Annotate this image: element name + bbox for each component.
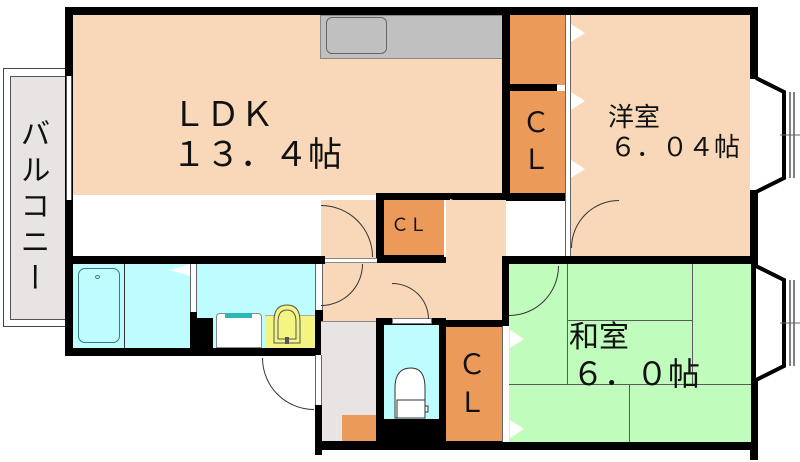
tatami-line bbox=[567, 355, 568, 384]
balcony-label: バルコニー bbox=[14, 118, 50, 298]
washroom-door bbox=[315, 264, 323, 310]
toilet-icon bbox=[394, 367, 429, 419]
wall bbox=[502, 256, 757, 264]
ldk-window bbox=[66, 76, 72, 200]
front-door-swing-icon bbox=[262, 358, 314, 410]
closet-upper-top bbox=[510, 15, 565, 85]
bath-drain-icon bbox=[95, 275, 100, 279]
washbasin-icon bbox=[273, 304, 301, 344]
wall bbox=[502, 10, 510, 200]
front-door bbox=[315, 355, 322, 405]
wall bbox=[376, 193, 384, 263]
wall bbox=[502, 256, 509, 326]
tatami-line bbox=[567, 320, 693, 321]
bay-window bbox=[755, 76, 800, 194]
bay-window bbox=[755, 264, 800, 382]
balcony-floor bbox=[10, 76, 66, 320]
kitchen-sink bbox=[326, 17, 387, 54]
wall bbox=[446, 320, 506, 327]
closet-door-icon bbox=[510, 330, 524, 348]
washing-machine-icon bbox=[216, 313, 262, 348]
japanese-room-name: 和室 bbox=[569, 320, 629, 355]
closet-door-track bbox=[565, 15, 571, 260]
bathroom bbox=[73, 264, 190, 348]
closet-upper-c: Ｃ bbox=[522, 106, 551, 139]
western-room-size: ６．０４帖 bbox=[610, 133, 741, 163]
outer-wall bbox=[65, 7, 757, 15]
wall bbox=[65, 256, 325, 264]
tatami-line bbox=[692, 355, 693, 384]
ldk-size: １３．４帖 bbox=[172, 135, 342, 175]
ldk-door-opening bbox=[321, 258, 377, 263]
outer-wall-left-lower bbox=[315, 355, 322, 455]
washing-machine-lid bbox=[225, 313, 252, 318]
bath-door bbox=[190, 264, 197, 312]
japanese-room-size: ６．０帖 bbox=[572, 355, 701, 393]
closet-door-icon bbox=[571, 160, 585, 178]
tatami-line bbox=[567, 264, 568, 355]
wall bbox=[65, 348, 323, 356]
wall bbox=[376, 193, 571, 201]
closet-upper bbox=[510, 91, 565, 193]
western-room bbox=[571, 15, 750, 258]
bath-door-icon bbox=[170, 264, 190, 276]
tatami-line bbox=[629, 384, 630, 442]
closet-lower-c: Ｃ bbox=[458, 348, 487, 381]
closet-door-icon bbox=[510, 420, 524, 438]
hallway bbox=[446, 200, 506, 263]
wall bbox=[376, 255, 446, 263]
closet-hall bbox=[384, 200, 444, 257]
ldk-name: ＬＤＫ bbox=[172, 95, 274, 135]
closet-door-icon bbox=[571, 92, 585, 110]
western-room-name: 洋室 bbox=[608, 103, 661, 133]
outer-wall-right bbox=[750, 7, 758, 79]
outer-wall-bottom bbox=[315, 441, 758, 450]
wall bbox=[510, 84, 557, 91]
bathroom-divider bbox=[124, 264, 125, 348]
bathtub-icon bbox=[78, 268, 120, 343]
japanese-room bbox=[509, 264, 751, 442]
closet-lower-l: Ｌ bbox=[458, 386, 487, 419]
wall bbox=[197, 318, 213, 348]
tatami-line bbox=[509, 384, 751, 385]
tatami-line bbox=[692, 264, 693, 355]
closet-door-icon bbox=[571, 24, 585, 42]
closet-upper-l: Ｌ bbox=[522, 143, 551, 176]
shoe-cabinet bbox=[342, 415, 378, 443]
closet-lower bbox=[446, 327, 502, 441]
outer-wall-right bbox=[750, 190, 758, 460]
closet-hall-label: ＣＬ bbox=[391, 215, 427, 236]
